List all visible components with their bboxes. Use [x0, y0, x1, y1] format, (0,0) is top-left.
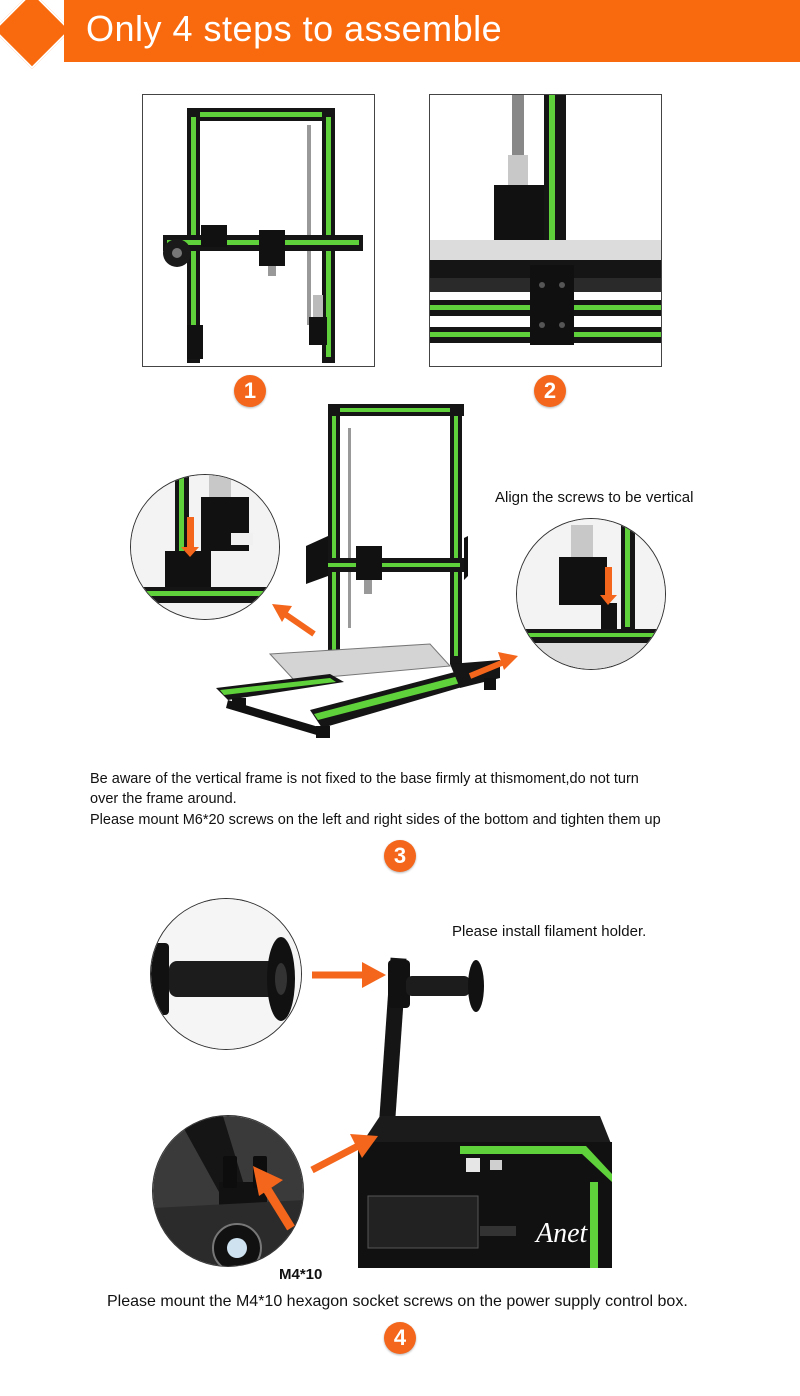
step4-badge: 4 — [384, 1322, 416, 1354]
step3-badge: 3 — [384, 840, 416, 872]
step4-box-arrow-icon — [310, 1134, 378, 1174]
step3-left-arrow-icon — [272, 604, 316, 637]
step4-callout: Please install filament holder. — [452, 923, 647, 940]
step3-line-1: Be aware of the vertical frame is not fi… — [90, 771, 639, 787]
section-header: Only 4 steps to assemble — [0, 0, 800, 69]
header-diamond-icon — [0, 0, 71, 69]
step4-instruction: Please mount the M4*10 hexagon socket sc… — [107, 1293, 688, 1310]
page-title: Only 4 steps to assemble — [86, 8, 503, 49]
step4-screw-label: M4*10 — [279, 1266, 323, 1283]
step3-line-3: Please mount M6*20 screws on the left an… — [90, 812, 661, 828]
header-bar — [64, 0, 800, 62]
step3-right-arrow-icon — [468, 652, 518, 679]
step1-badge: 1 — [234, 375, 266, 407]
step3-left-detail — [130, 474, 280, 620]
step4-spool-detail — [150, 898, 302, 1050]
step2-badge: 2 — [534, 375, 566, 407]
step3-callout: Align the screws to be vertical — [495, 489, 694, 506]
svg-text:Anet: Anet — [534, 1218, 589, 1249]
step4-control-box-image: Anet — [350, 946, 620, 1276]
step3-printer-image — [210, 398, 530, 758]
step4-screw-detail — [152, 1115, 304, 1267]
step3-line-2: over the frame around. — [90, 791, 237, 807]
step4-spool-arrow-icon — [312, 962, 386, 988]
step1-photo — [142, 94, 375, 367]
step2-photo — [429, 94, 662, 367]
step3-right-detail — [516, 518, 666, 670]
